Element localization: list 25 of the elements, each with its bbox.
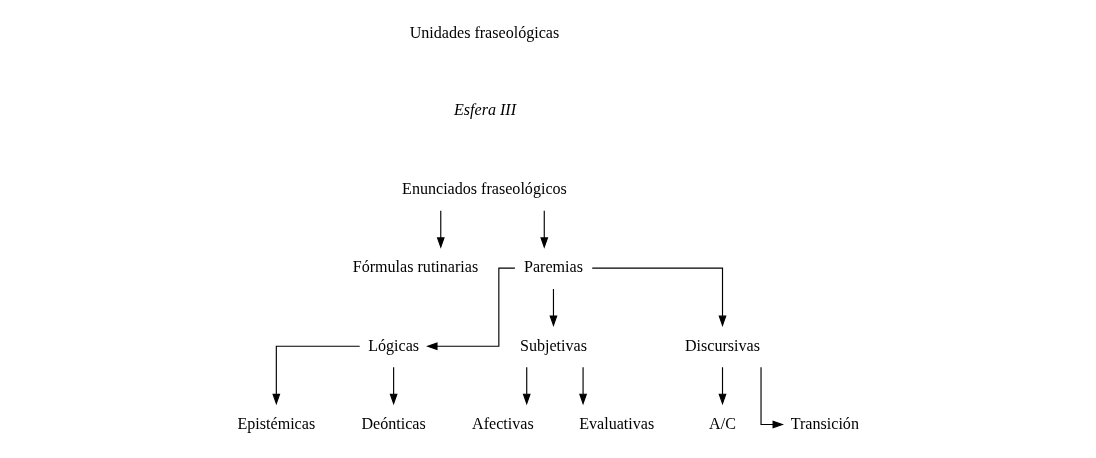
node-text: Epistémicas [237,414,316,432]
arrow [272,345,361,406]
node-text: Enunciados fraseológicos [402,180,567,198]
node-text: Lógicas [368,336,420,354]
node-text: Evaluativas [579,414,655,432]
node-text: Paremias [523,258,583,276]
arrow [591,267,727,328]
arrow [540,210,549,249]
label: Esfera III [453,100,517,118]
label: Unidades fraseológicas [409,23,560,41]
node-text: Transición [790,414,859,432]
node-text: Deónticas [361,414,426,432]
node-text: Discursivas [684,336,761,354]
arrow [426,267,516,351]
node-text: A/C [709,414,736,432]
arrow [718,366,727,406]
arrow [436,210,445,249]
arrow [549,288,558,328]
node-text: Fórmulas rutinarias [352,258,479,276]
arrow [522,366,531,406]
node-text: Afectivas [472,414,534,432]
node-text: Subjetivas [519,336,587,354]
arrow [760,366,785,429]
arrow [579,366,588,406]
arrow [389,366,398,406]
